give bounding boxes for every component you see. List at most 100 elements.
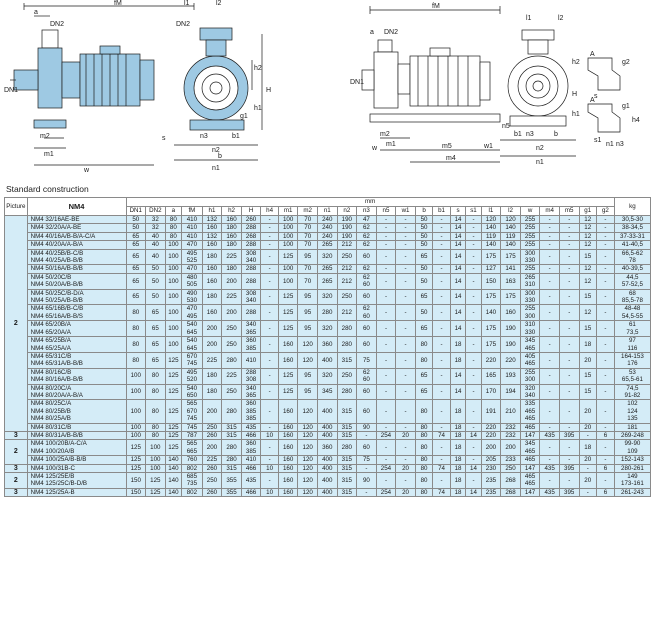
- value-line: -: [604, 407, 607, 415]
- weight-cell: 269-248: [613, 430, 652, 441]
- value-line: 288: [245, 309, 257, 317]
- value-line: 200: [226, 277, 237, 285]
- value-line: 140: [168, 476, 179, 484]
- model-name: NM4 40/16A/B-B/A-C/A: [30, 232, 96, 240]
- value-line: -: [604, 309, 607, 317]
- value-line: 490: [186, 289, 198, 297]
- value-line: 400: [322, 476, 333, 484]
- value-cell-s1: -: [465, 272, 482, 290]
- value-line: -: [365, 464, 368, 472]
- value-line: -: [568, 476, 571, 484]
- value-line: 565: [186, 440, 198, 448]
- value-line: 191: [485, 407, 497, 415]
- value-line: 70: [304, 224, 312, 232]
- value-cell-h2: 315: [221, 463, 242, 474]
- value-cell-w: 147: [519, 487, 541, 498]
- dim-label: A: [590, 97, 595, 104]
- value-cell-b1: 74: [432, 430, 451, 441]
- value-line: -: [384, 476, 387, 484]
- value-line: 355: [226, 488, 237, 496]
- model-name: NM4 50/25A/B-B/B: [30, 297, 83, 305]
- value-line: 12: [584, 216, 592, 223]
- value-cell-h4: -: [260, 272, 279, 290]
- weight-value: 66,5-62: [621, 249, 643, 257]
- value-cell-h1: 200: [201, 320, 223, 338]
- value-cell-l2: 175: [500, 248, 521, 266]
- value-line: 170: [485, 388, 497, 396]
- value-line: 125: [168, 388, 179, 396]
- value-line: 100: [168, 309, 179, 317]
- weight-value: 97: [628, 337, 636, 345]
- unit-header: mm: [125, 197, 615, 207]
- value-cell-dn2: 100: [145, 463, 166, 474]
- value-cell-h: 288: [240, 272, 262, 290]
- value-cell-h: 435: [240, 422, 262, 432]
- value-line: 125: [150, 488, 161, 496]
- value-line: 365: [245, 328, 257, 336]
- value-line: -: [472, 224, 475, 232]
- value-cell-b1: -: [432, 288, 451, 306]
- column-header-w1: w1: [395, 206, 416, 216]
- value-cell-dn2: 65: [145, 351, 166, 369]
- value-cell-a: 100: [164, 288, 183, 306]
- value-cell-g1: 20: [578, 351, 597, 369]
- value-cell-n2: 190: [336, 231, 358, 242]
- value-line: -: [440, 309, 443, 317]
- value-line: -: [404, 241, 407, 249]
- value-line: 254: [380, 431, 392, 439]
- value-cell-w1: -: [395, 240, 416, 250]
- value-line: 70: [304, 265, 312, 273]
- value-cell-g1: -: [578, 430, 597, 441]
- value-line: 80: [169, 216, 177, 223]
- value-line: 18: [454, 340, 462, 348]
- value-cell-s1: -: [465, 367, 482, 385]
- value-cell-s1: -: [465, 264, 482, 274]
- value-line: 240: [322, 216, 333, 223]
- value-line: 95: [304, 253, 312, 261]
- value-cell-w1: -: [395, 351, 416, 369]
- value-cell-s1: -: [465, 288, 482, 306]
- value-cell-m2: 120: [297, 472, 318, 489]
- value-line: 10: [266, 488, 274, 496]
- value-cell-n5: -: [375, 351, 397, 369]
- value-cell-n3: 62: [356, 264, 377, 274]
- value-cell-l1: 191: [480, 399, 502, 424]
- value-cell-s1: -: [465, 214, 482, 225]
- value-cell-n1: 240: [317, 214, 338, 225]
- value-line: -: [268, 423, 271, 431]
- value-cell-n2: 212: [336, 304, 358, 322]
- value-cell-l2: 160: [500, 304, 521, 322]
- dim-label: a: [370, 29, 374, 36]
- value-line: 127: [485, 265, 497, 273]
- value-cell-a: 125: [164, 399, 183, 424]
- value-cell-l2: 194: [500, 383, 521, 401]
- value-cell-m2: 70: [297, 223, 318, 233]
- column-header-h1: h1: [201, 206, 223, 216]
- dim-label: g1: [622, 103, 630, 110]
- column-header-m1: m1: [277, 206, 299, 216]
- value-cell-dn2: 125: [145, 472, 166, 489]
- value-cell-h: 260: [240, 214, 262, 225]
- value-cell-l1: 235: [480, 487, 502, 498]
- value-cell-h4: -: [260, 288, 279, 306]
- value-line: -: [404, 423, 407, 431]
- value-line: 20: [584, 356, 592, 364]
- value-line: 250: [505, 464, 516, 472]
- value-cell-s1: -: [465, 248, 482, 266]
- value-cell-b1: -: [432, 422, 451, 432]
- value-cell-s: 14: [449, 272, 467, 290]
- value-line: 125: [150, 476, 161, 484]
- value-cell-a: 100: [164, 264, 183, 274]
- value-line: 300: [524, 249, 536, 257]
- value-line: -: [472, 388, 475, 396]
- value-line: 75: [362, 456, 370, 464]
- value-cell-dn2: 32: [145, 214, 166, 225]
- value-line: 360: [322, 340, 333, 348]
- dim-label: b1: [232, 133, 240, 140]
- value-cell-m4: -: [539, 248, 560, 266]
- value-cell-h4: -: [260, 351, 279, 369]
